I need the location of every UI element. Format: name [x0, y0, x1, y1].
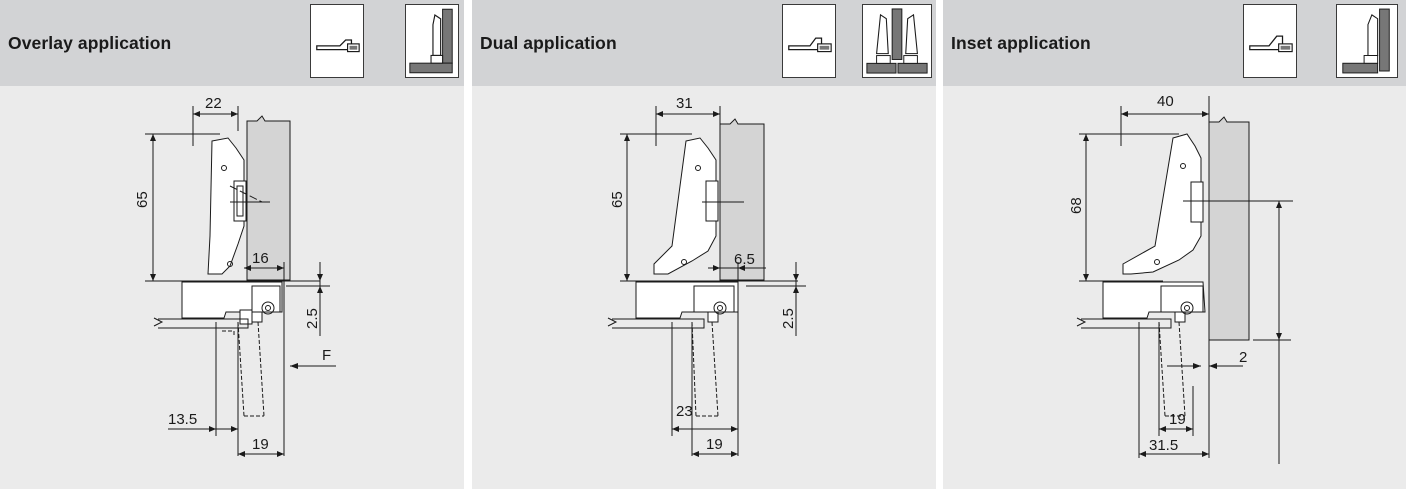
dim-F: F — [322, 347, 331, 364]
dual-hinge-drawing: 31 65 6.5 2.5 23 19 — [607, 95, 806, 457]
dim-2: 2 — [1239, 349, 1247, 366]
dim-19: 19 — [252, 436, 269, 453]
panel-title: Overlay application — [8, 33, 172, 53]
inset-hinge-drawing: 40 68 2 19 31.5 — [1068, 93, 1293, 464]
panel-overlay: Overlay application — [0, 0, 464, 489]
dim-65: 65 — [609, 191, 626, 208]
panel-title: Dual application — [480, 33, 617, 53]
overlay-hinge-drawing: 22 65 16 2.5 F 13.5 19 — [134, 95, 336, 457]
panel-dual: Dual application — [472, 0, 936, 489]
dim-65: 65 — [134, 191, 151, 208]
panel-header: Overlay application — [0, 0, 464, 86]
panel-title: Inset application — [951, 33, 1091, 53]
dim-22: 22 — [205, 95, 222, 112]
dim-13-5: 13.5 — [168, 411, 197, 428]
dim-6-5: 6.5 — [734, 251, 755, 268]
dim-19: 19 — [1169, 411, 1186, 428]
panel-inset: Inset application — [943, 0, 1406, 489]
dim-68: 68 — [1068, 197, 1085, 214]
dim-19: 19 — [706, 436, 723, 453]
dim-40: 40 — [1157, 93, 1174, 110]
overlay-cabinet-side-view-icon — [405, 4, 459, 78]
panel-header: Inset application — [943, 0, 1406, 86]
panel-drawing-area: 40 68 2 19 31.5 — [943, 86, 1406, 489]
dim-31: 31 — [676, 95, 693, 112]
dim-16: 16 — [252, 250, 269, 267]
dual-cabinet-side-view-icon — [862, 4, 932, 78]
inset-cabinet-side-view-icon — [1336, 4, 1398, 78]
dim-2-5: 2.5 — [780, 308, 797, 329]
panel-header: Dual application — [472, 0, 936, 86]
dim-2-5: 2.5 — [304, 308, 321, 329]
dual-hinge-top-view-icon — [782, 4, 836, 78]
dim-31-5: 31.5 — [1149, 437, 1178, 454]
dim-23: 23 — [676, 403, 693, 420]
inset-hinge-top-view-icon — [1243, 4, 1297, 78]
overlay-hinge-top-view-icon — [310, 4, 364, 78]
panel-drawing-area: 22 65 16 2.5 F 13.5 19 — [0, 86, 464, 489]
panel-drawing-area: 31 65 6.5 2.5 23 19 — [472, 86, 936, 489]
